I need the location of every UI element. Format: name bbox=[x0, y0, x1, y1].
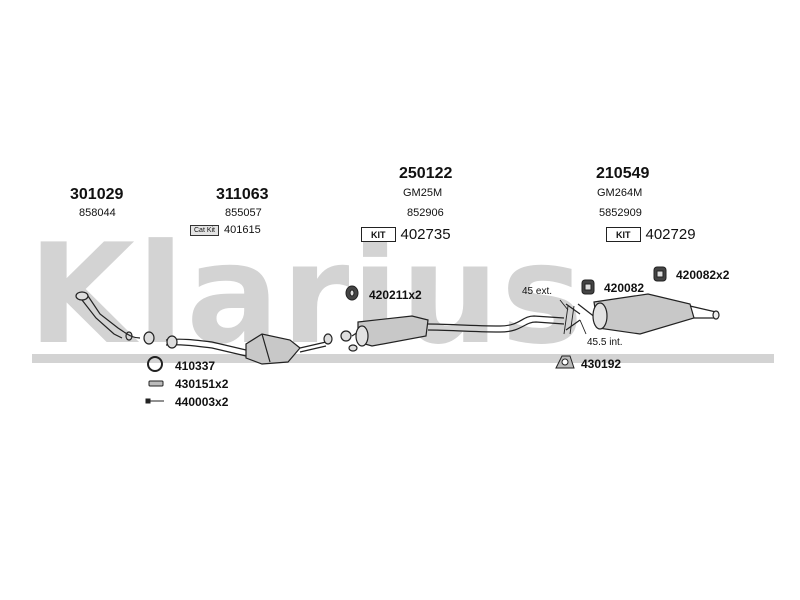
part-ref-5852909: 5852909 bbox=[599, 207, 642, 219]
brand-watermark: Klarius bbox=[28, 214, 586, 375]
kit-row-402735[interactable]: KIT 402735 bbox=[361, 226, 451, 243]
part-code-gm25m: GM25M bbox=[403, 187, 443, 199]
bolt-icon bbox=[145, 398, 164, 404]
middle-silencer-part[interactable] bbox=[340, 315, 565, 352]
fitting-label-420082[interactable]: 420082 bbox=[604, 281, 645, 295]
kit-badge: KIT bbox=[606, 227, 641, 242]
kit-number: 402735 bbox=[400, 226, 451, 243]
fitting-label-420211x2[interactable]: 420211x2 bbox=[369, 288, 422, 302]
rubber-hanger-icon bbox=[345, 285, 359, 301]
cat-kit-row[interactable]: Cat Kit 401615 bbox=[190, 224, 261, 236]
rubber-mount-icon bbox=[653, 266, 667, 282]
ring-icon bbox=[147, 356, 163, 372]
rear-silencer-part[interactable] bbox=[565, 293, 720, 335]
fitting-label-430192[interactable]: 430192 bbox=[581, 357, 622, 371]
note-45-ext: 45 ext. bbox=[522, 286, 553, 297]
cat-kit-number: 401615 bbox=[224, 224, 261, 236]
kit-badge: KIT bbox=[361, 227, 396, 242]
fitting-label-420082x2[interactable]: 420082x2 bbox=[676, 268, 730, 282]
part-ref-852906: 852906 bbox=[407, 207, 444, 219]
clamp-icon bbox=[148, 380, 164, 387]
part-number-250122[interactable]: 250122 bbox=[399, 165, 453, 182]
watermark-bar bbox=[32, 354, 774, 363]
clamp-icon bbox=[555, 355, 575, 369]
part-number-301029[interactable]: 301029 bbox=[70, 186, 124, 203]
part-ref-855057: 855057 bbox=[225, 207, 262, 219]
fitting-label-430151x2[interactable]: 430151x2 bbox=[175, 377, 229, 391]
cat-kit-badge: Cat Kit bbox=[190, 224, 220, 236]
rubber-mount-icon bbox=[581, 279, 595, 295]
kit-row-402729[interactable]: KIT 402729 bbox=[606, 226, 696, 243]
dimension-markers bbox=[559, 299, 587, 335]
catalytic-converter-part[interactable] bbox=[165, 333, 333, 365]
fitting-label-410337[interactable]: 410337 bbox=[175, 359, 216, 373]
part-ref-858044: 858044 bbox=[79, 207, 116, 219]
kit-number: 402729 bbox=[645, 226, 696, 243]
part-code-gm264m: GM264M bbox=[597, 187, 643, 199]
fitting-label-440003x2[interactable]: 440003x2 bbox=[175, 395, 229, 409]
front-pipe-part[interactable] bbox=[75, 291, 155, 345]
part-number-311063[interactable]: 311063 bbox=[216, 186, 269, 203]
note-45-5-int: 45.5 int. bbox=[587, 337, 623, 348]
part-number-210549[interactable]: 210549 bbox=[596, 165, 650, 182]
